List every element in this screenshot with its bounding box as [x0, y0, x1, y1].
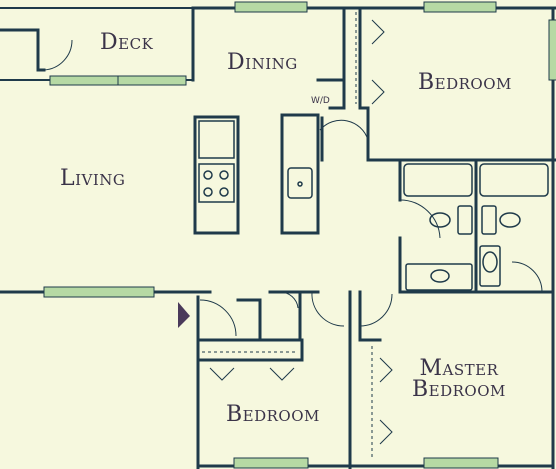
toilet-2 [499, 212, 521, 228]
sink-bath-1 [430, 269, 450, 283]
vanity-4 [479, 245, 501, 287]
room-label-living: Living [60, 166, 126, 191]
deck-step [0, 28, 46, 72]
washer-dryer-label: W/D [311, 96, 330, 106]
kitchen-counter-right [280, 113, 320, 235]
window-deck-2 [117, 75, 187, 86]
bed-bottom-top [196, 338, 304, 362]
closet-bed-top-2 [371, 79, 385, 105]
burner [219, 170, 229, 180]
bathtub-2 [479, 163, 549, 197]
burner [203, 170, 213, 180]
toilet-1 [429, 212, 451, 228]
burner [203, 187, 213, 197]
sink-drain [297, 181, 303, 187]
master-line-1: Master [419, 356, 499, 381]
vanity-2 [481, 205, 497, 235]
closet-master-2 [379, 419, 393, 445]
master-left [358, 290, 382, 342]
window-right [548, 19, 556, 81]
sink-bath-2 [482, 251, 498, 273]
fridge [198, 120, 235, 159]
window-bedroom-bottom [233, 457, 309, 469]
door-bath-1 [399, 199, 441, 239]
bathtub-1 [403, 163, 473, 197]
vanity-3 [405, 263, 473, 291]
window-deck-1 [49, 75, 119, 86]
wd-closet [316, 78, 346, 110]
room-label-master-bedroom: Master Bedroom [412, 356, 506, 402]
hall-closet2 [268, 290, 302, 342]
kitchen-sink [287, 167, 313, 199]
master-line-2: Bedroom [412, 377, 506, 402]
door-bed-bottom [311, 291, 345, 327]
vanity-1 [457, 205, 473, 235]
closet-bed-top-1 [371, 19, 385, 45]
bath-divider [398, 236, 478, 294]
burner [219, 187, 229, 197]
stove [198, 163, 235, 203]
window-master [423, 457, 499, 469]
room-label-dining: Dining [227, 50, 298, 75]
window-living [43, 286, 155, 298]
entry-arrow-icon [178, 302, 190, 328]
window-dining [234, 1, 308, 13]
closet-bed-bottom-1 [209, 367, 235, 381]
room-label-deck: Deck [100, 30, 154, 55]
hall-closet [236, 298, 304, 342]
room-label-bedroom-bottom: Bedroom [226, 402, 320, 427]
door-bed-top [319, 119, 369, 141]
closet-master-1 [379, 357, 393, 383]
kitchen-counter-left [193, 115, 240, 235]
door-master [359, 293, 393, 327]
closet-bed-bottom-2 [269, 367, 295, 381]
door-bath-2 [511, 261, 543, 293]
room-label-bedroom-top: Bedroom [418, 70, 512, 95]
window-bedroom-top [423, 1, 497, 13]
wall-bedroom-left [358, 6, 556, 162]
door-deck [43, 39, 73, 71]
door-entry [199, 299, 237, 337]
door-closet-small [279, 291, 299, 309]
